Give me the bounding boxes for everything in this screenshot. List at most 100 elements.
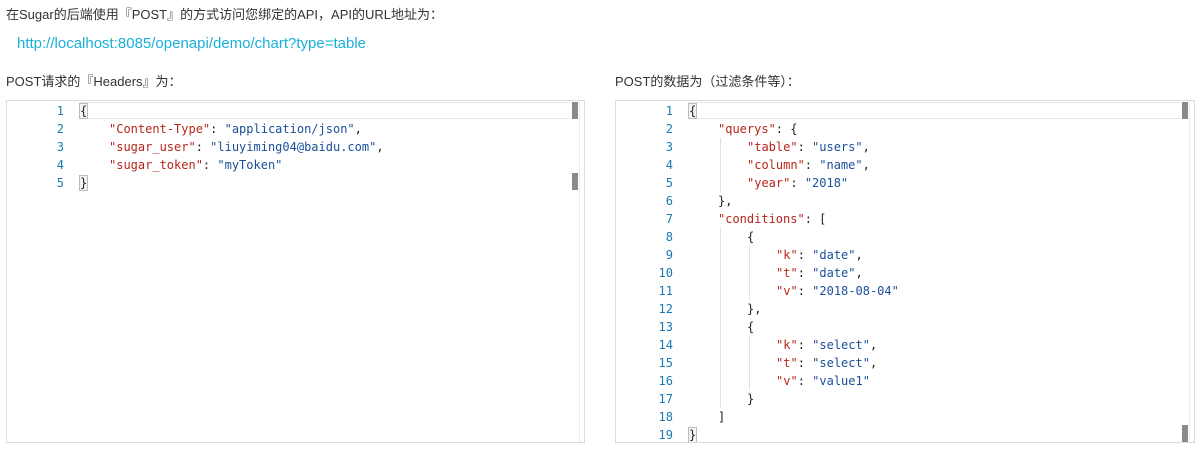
code-line: } (687, 426, 698, 442)
json-key: "table" (747, 140, 798, 154)
json-punctuation: , (376, 140, 384, 154)
code-line: "v": "2018-08-04" (776, 284, 899, 298)
json-key: "sugar_token" (109, 158, 203, 172)
line-number: 7 (665, 212, 673, 226)
code-line: "sugar_user": "liuyiming04@baidu.com", (109, 140, 384, 154)
code-line: "v": "value1" (776, 374, 870, 388)
vertical-scrollbar[interactable] (579, 101, 584, 442)
json-punctuation: : [ (804, 212, 827, 226)
indent-guide (720, 138, 721, 192)
code-line: "column": "name", (747, 158, 870, 172)
line-number: 19 (658, 428, 673, 442)
json-key: "k" (776, 248, 798, 262)
line-number: 4 (665, 158, 673, 172)
code-line: "t": "select", (776, 356, 878, 370)
line-number: 17 (658, 392, 673, 406)
json-string-value: "date" (812, 248, 856, 262)
json-key: "v" (776, 374, 798, 388)
line-number: 2 (56, 122, 64, 136)
code-line: }, (747, 300, 761, 318)
code-line: "sugar_token": "myToken" (109, 158, 283, 172)
overview-marker-top (1182, 102, 1188, 119)
json-punctuation: , (855, 266, 863, 280)
matching-bracket: { (78, 103, 89, 119)
line-number: 1 (56, 104, 64, 118)
vertical-scrollbar[interactable] (1189, 101, 1194, 442)
json-punctuation: { (747, 320, 755, 334)
json-string-value: "value1" (812, 374, 870, 388)
json-string-value: "application/json" (224, 122, 355, 136)
json-string-value: "liuyiming04@baidu.com" (210, 140, 377, 154)
json-key: "t" (776, 266, 798, 280)
json-string-value: "name" (819, 158, 863, 172)
line-number: 16 (658, 374, 673, 388)
json-punctuation: , (869, 338, 878, 352)
json-punctuation: : { (775, 122, 798, 136)
matching-bracket: } (78, 175, 89, 191)
api-url-link[interactable]: http://localhost:8085/openapi/demo/chart… (17, 35, 366, 52)
code-line: "k": "select", (776, 338, 878, 352)
intro-text: 在Sugar的后端使用『POST』的方式访问您绑定的API，API的URL地址为… (6, 7, 443, 22)
json-key: "sugar_user" (109, 140, 196, 154)
line-number: 15 (658, 356, 673, 370)
json-string-value: "date" (812, 266, 856, 280)
line-number: 3 (56, 140, 64, 154)
json-punctuation: { (747, 230, 755, 244)
code-line: ] (718, 408, 725, 426)
line-number: 18 (658, 410, 673, 424)
overview-marker-top (572, 102, 578, 119)
code-line: { (747, 318, 754, 336)
json-key: "conditions" (718, 212, 805, 226)
code-line: "year": "2018" (747, 176, 849, 190)
line-number: 8 (665, 230, 673, 244)
indent-guide (749, 246, 750, 300)
code-line: "k": "date", (776, 248, 863, 262)
matching-bracket: } (687, 427, 698, 442)
json-punctuation: }, (718, 194, 733, 208)
code-line: } (747, 390, 754, 408)
line-number: 10 (658, 266, 673, 280)
json-string-value: "2018-08-04" (812, 284, 899, 298)
json-punctuation: } (747, 392, 755, 406)
code-area[interactable]: { "Content-Type": "application/json", "sug… (78, 101, 570, 442)
json-string-value: "myToken" (217, 158, 283, 172)
code-line: { (687, 102, 698, 120)
code-line: "querys": { (718, 120, 797, 138)
json-punctuation: , (354, 122, 362, 136)
indent-guide (720, 228, 721, 408)
json-punctuation: , (855, 248, 863, 262)
code-line: { (747, 228, 754, 246)
json-key: "Content-Type" (109, 122, 211, 136)
line-number: 1 (665, 104, 673, 118)
line-number: 2 (665, 122, 673, 136)
line-number: 3 (665, 140, 673, 154)
code-line: "Content-Type": "application/json", (109, 122, 362, 136)
json-punctuation: ] (718, 410, 726, 424)
json-key: "column" (747, 158, 805, 172)
json-key: "t" (776, 356, 798, 370)
overview-marker-bottom (1182, 425, 1188, 442)
json-punctuation: , (862, 158, 870, 172)
json-punctuation: , (869, 356, 878, 370)
json-string-value: "select" (812, 356, 870, 370)
active-line-highlight (689, 102, 1180, 119)
line-number: 12 (658, 302, 673, 316)
line-number: 11 (658, 284, 673, 298)
code-area[interactable]: {"querys": {"table": "users","column": "… (687, 101, 1180, 442)
matching-bracket: { (687, 103, 698, 119)
json-key: "year" (747, 176, 791, 190)
json-string-value: "select" (812, 338, 870, 352)
active-line-highlight (80, 102, 570, 119)
overview-marker-bottom (572, 173, 578, 190)
line-number: 13 (658, 320, 673, 334)
json-key: "v" (776, 284, 798, 298)
code-line: "t": "date", (776, 266, 863, 280)
json-key: "querys" (718, 122, 776, 136)
json-key: "k" (776, 338, 798, 352)
post-data-label: POST的数据为（过滤条件等）： (615, 74, 800, 89)
code-line: }, (718, 192, 732, 210)
